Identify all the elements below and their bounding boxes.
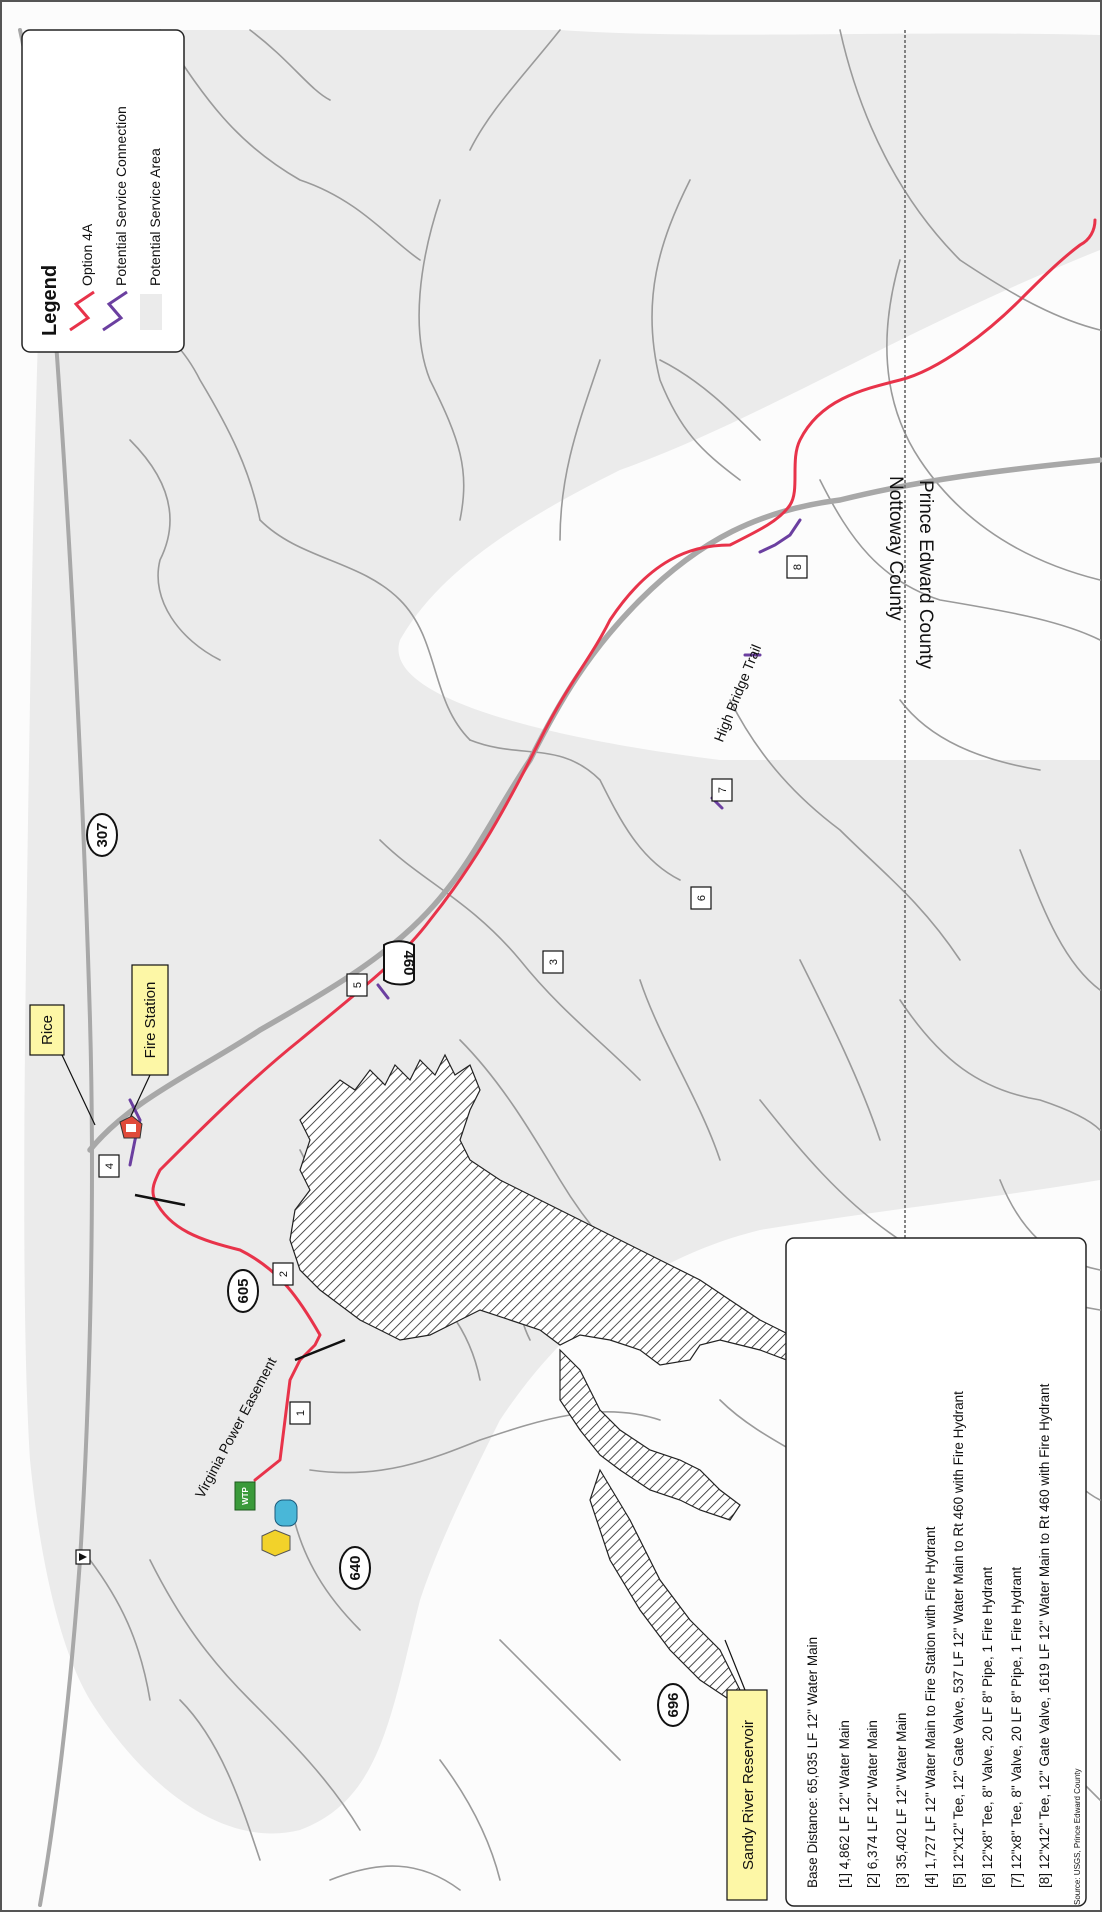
legend: Legend Option 4A Potential Service Conne… bbox=[21, 29, 185, 353]
segment-box-2: 2 bbox=[272, 1262, 294, 1286]
notes-base-distance: Base Distance: 65,035 LF 12" Water Main bbox=[805, 1637, 820, 1888]
svg-text:8: 8 bbox=[792, 564, 804, 570]
legend-option-line-icon bbox=[69, 290, 95, 332]
route-460-shield: 460 bbox=[383, 940, 417, 986]
route-696-shield: 696 bbox=[657, 1683, 689, 1727]
notes-panel: Base Distance: 65,035 LF 12" Water Main … bbox=[785, 1237, 1087, 1907]
notes-line-8: [8] 12"x12" Tee, 12" Gate Valve, 1619 LF… bbox=[1037, 1383, 1052, 1888]
source-credit: Source: USGS, Prince Edward County bbox=[1073, 1768, 1082, 1905]
svg-text:6: 6 bbox=[696, 895, 708, 901]
county-label-prince-edward: Prince Edward County bbox=[915, 480, 936, 670]
segment-box-7: 7 bbox=[711, 778, 733, 802]
svg-text:460: 460 bbox=[400, 950, 417, 975]
legend-title: Legend bbox=[39, 265, 61, 336]
legend-item-option-4a: Option 4A bbox=[79, 223, 95, 286]
route-640-shield: 640 bbox=[339, 1546, 371, 1590]
legend-service-connection-icon bbox=[102, 290, 128, 332]
svg-text:696: 696 bbox=[665, 1692, 682, 1717]
service-area bbox=[24, 30, 1101, 1834]
route-605-shield: 605 bbox=[227, 1269, 259, 1313]
pump-station-icon bbox=[261, 1529, 291, 1557]
svg-text:605: 605 bbox=[235, 1278, 252, 1303]
svg-text:2: 2 bbox=[278, 1271, 290, 1277]
notes-line-2: [2] 6,374 LF 12" Water Main bbox=[865, 1720, 880, 1888]
segment-box-3: 3 bbox=[542, 950, 564, 974]
svg-text:WTP: WTP bbox=[241, 1486, 250, 1504]
notes-line-6: [6] 12"x8" Tee, 8" Valve, 20 LF 8" Pipe,… bbox=[980, 1567, 995, 1888]
water-tank-icon bbox=[274, 1499, 298, 1527]
county-label-nottoway: Nottoway County bbox=[885, 476, 906, 621]
svg-text:640: 640 bbox=[347, 1555, 364, 1580]
svg-text:5: 5 bbox=[352, 982, 364, 988]
legend-item-service-connection: Potential Service Connection bbox=[113, 106, 129, 286]
wtp-icon: WTP bbox=[234, 1481, 256, 1511]
svg-text:4: 4 bbox=[104, 1163, 116, 1169]
callout-rice: Rice bbox=[29, 1004, 96, 1126]
svg-text:1: 1 bbox=[295, 1410, 307, 1416]
segment-box-6: 6 bbox=[690, 886, 712, 910]
notes-line-1: [1] 4,862 LF 12" Water Main bbox=[837, 1720, 852, 1888]
notes-line-3: [3] 35,402 LF 12" Water Main bbox=[894, 1713, 909, 1888]
notes-line-7: [7] 12"x8" Tee, 8" Valve, 20 LF 8" Pipe,… bbox=[1009, 1567, 1024, 1888]
svg-text:3: 3 bbox=[548, 959, 560, 965]
fire-station-icon bbox=[119, 1115, 143, 1139]
crossing-marks bbox=[134, 1193, 346, 1362]
svg-text:Fire Station: Fire Station bbox=[142, 982, 159, 1059]
svg-text:Sandy River Reservoir: Sandy River Reservoir bbox=[740, 1720, 757, 1870]
legend-service-area-icon bbox=[140, 294, 162, 330]
notes-line-4: [4] 1,727 LF 12" Water Main to Fire Stat… bbox=[923, 1526, 938, 1888]
svg-text:7: 7 bbox=[717, 787, 729, 793]
segment-box-1: 1 bbox=[289, 1401, 311, 1425]
segment-box-4: 4 bbox=[98, 1154, 120, 1178]
segment-box-8: 8 bbox=[786, 555, 808, 579]
notes-line-5: [5] 12"x12" Tee, 12" Gate Valve, 537 LF … bbox=[951, 1391, 966, 1888]
callout-sandy-river-reservoir: Sandy River Reservoir bbox=[724, 1639, 768, 1901]
route-307-shield: 307 bbox=[86, 813, 118, 857]
callout-fire-station: Fire Station bbox=[129, 964, 169, 1119]
svg-text:Rice: Rice bbox=[39, 1015, 56, 1045]
segment-box-5: 5 bbox=[346, 973, 368, 997]
svg-text:307: 307 bbox=[94, 822, 111, 847]
legend-item-service-area: Potential Service Area bbox=[147, 148, 163, 286]
road-end-marker-icon bbox=[75, 1549, 91, 1565]
